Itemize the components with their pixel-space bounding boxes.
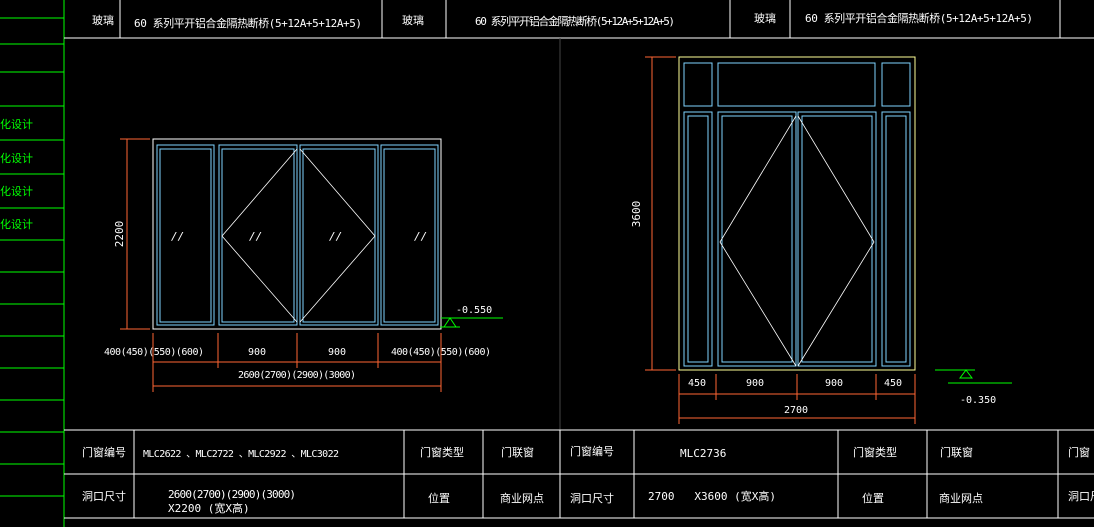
top-cell3-value: 60 系列平开铝合金隔热断桥(5+12A+5+12A+5) [805, 11, 1033, 25]
right-swing-left [719, 115, 797, 367]
left-size-label: 洞口尺寸 [82, 489, 126, 503]
left-panel-1 [156, 144, 215, 326]
right-height-dim: 3600 [630, 201, 643, 228]
sidebar-item-label: 化设计 [0, 151, 33, 165]
far-right-size-label: 洞口尺 [1068, 490, 1094, 503]
right-type-label: 门窗类型 [853, 445, 897, 459]
left-panel-2 [218, 144, 298, 326]
sidebar-item-label: 化设计 [0, 217, 33, 231]
right-top-right-panel [881, 62, 911, 107]
top-row-grid [64, 0, 1094, 39]
right-outer-frame [678, 56, 916, 371]
glass-mark: // [414, 230, 427, 243]
right-dim-1: 450 [688, 378, 706, 389]
right-door-leaf-left [717, 111, 797, 367]
glass-mark: // [249, 230, 262, 243]
left-height-dim: 2200 [113, 221, 126, 248]
right-size-label: 洞口尺寸 [570, 491, 614, 505]
left-level-mark: -0.550 [456, 305, 492, 316]
top-row-text: 玻璃 60 系列平开铝合金隔热断桥(5+12A+5+12A+5) 玻璃 60 系… [92, 11, 1033, 30]
left-swing-right [299, 148, 376, 323]
top-cell3-label: 玻璃 [754, 11, 776, 25]
left-code-label: 门窗编号 [82, 445, 126, 459]
right-type-value: 门联窗 [940, 445, 973, 459]
sidebar-labels: 化设计 化设计 化设计 化设计 [0, 117, 33, 231]
right-position-value: 商业网点 [939, 491, 983, 505]
left-outer-frame [152, 138, 442, 330]
right-swing-right [797, 115, 875, 367]
right-side-left [683, 111, 713, 367]
right-door-drawing: 3600 450 900 900 450 2700 -0.350 [630, 56, 1012, 424]
left-position-value: 商业网点 [500, 491, 544, 505]
right-size-value: 2700 X3600 (宽X高) [648, 489, 776, 503]
left-type-label: 门窗类型 [420, 445, 464, 459]
right-code-value: MLC2736 [680, 447, 726, 460]
bottom-table-text: 门窗编号 MLC2622 、MLC2722 、MLC2922 、MLC3022 … [82, 444, 1094, 515]
left-size-value-1: 2600(2700)(2900)(3000) [168, 488, 296, 501]
sidebar-item-label: 化设计 [0, 117, 33, 131]
right-total-dim: 2700 [784, 405, 808, 416]
right-dim-3: 900 [825, 378, 843, 389]
left-panel-4-inner [383, 148, 436, 323]
far-right-code-label: 门窗 [1068, 445, 1090, 459]
left-position-label: 位置 [428, 491, 450, 505]
right-side-right [881, 111, 911, 367]
glass-mark: // [171, 230, 184, 243]
left-panel-1-inner [159, 148, 212, 323]
left-dim-3: 900 [328, 347, 346, 358]
left-dim-4: 400(450)(550)(600) [391, 347, 491, 358]
right-code-label: 门窗编号 [570, 444, 614, 458]
right-level-mark: -0.350 [960, 395, 996, 406]
right-dim-4: 450 [884, 378, 902, 389]
left-panel-3 [299, 144, 379, 326]
left-total-dim: 2600(2700)(2900)(3000) [238, 370, 356, 381]
right-top-mid-panel [717, 62, 876, 107]
left-panel-4 [380, 144, 439, 326]
left-swing-left [221, 148, 298, 323]
right-position-label: 位置 [862, 491, 884, 505]
top-cell2-value: 60 系列平开铝合金隔热断桥(5+12A+5+12A+5) [475, 14, 675, 28]
top-cell2-label: 玻璃 [402, 13, 424, 27]
left-dim-1: 400(450)(550)(600) [104, 347, 204, 358]
left-dim-2: 900 [248, 347, 266, 358]
right-dim-2: 900 [746, 378, 764, 389]
right-top-left-panel [683, 62, 713, 107]
right-door-leaf-right [797, 111, 877, 367]
left-sidebar [0, 0, 65, 527]
left-code-value: MLC2622 、MLC2722 、MLC2922 、MLC3022 [143, 449, 339, 460]
bottom-table-grid [64, 429, 1094, 519]
glass-mark: // [329, 230, 342, 243]
top-cell1-label: 玻璃 [92, 13, 114, 27]
sidebar-item-label: 化设计 [0, 184, 33, 198]
left-type-value: 门联窗 [501, 445, 534, 459]
left-window-drawing: // // // // 2200 400(450)(550)(600) 900 … [104, 138, 503, 392]
top-cell1-value: 60 系列平开铝合金隔热断桥(5+12A+5+12A+5) [134, 16, 362, 30]
left-size-value-2: X2200 (宽X高) [168, 501, 250, 515]
